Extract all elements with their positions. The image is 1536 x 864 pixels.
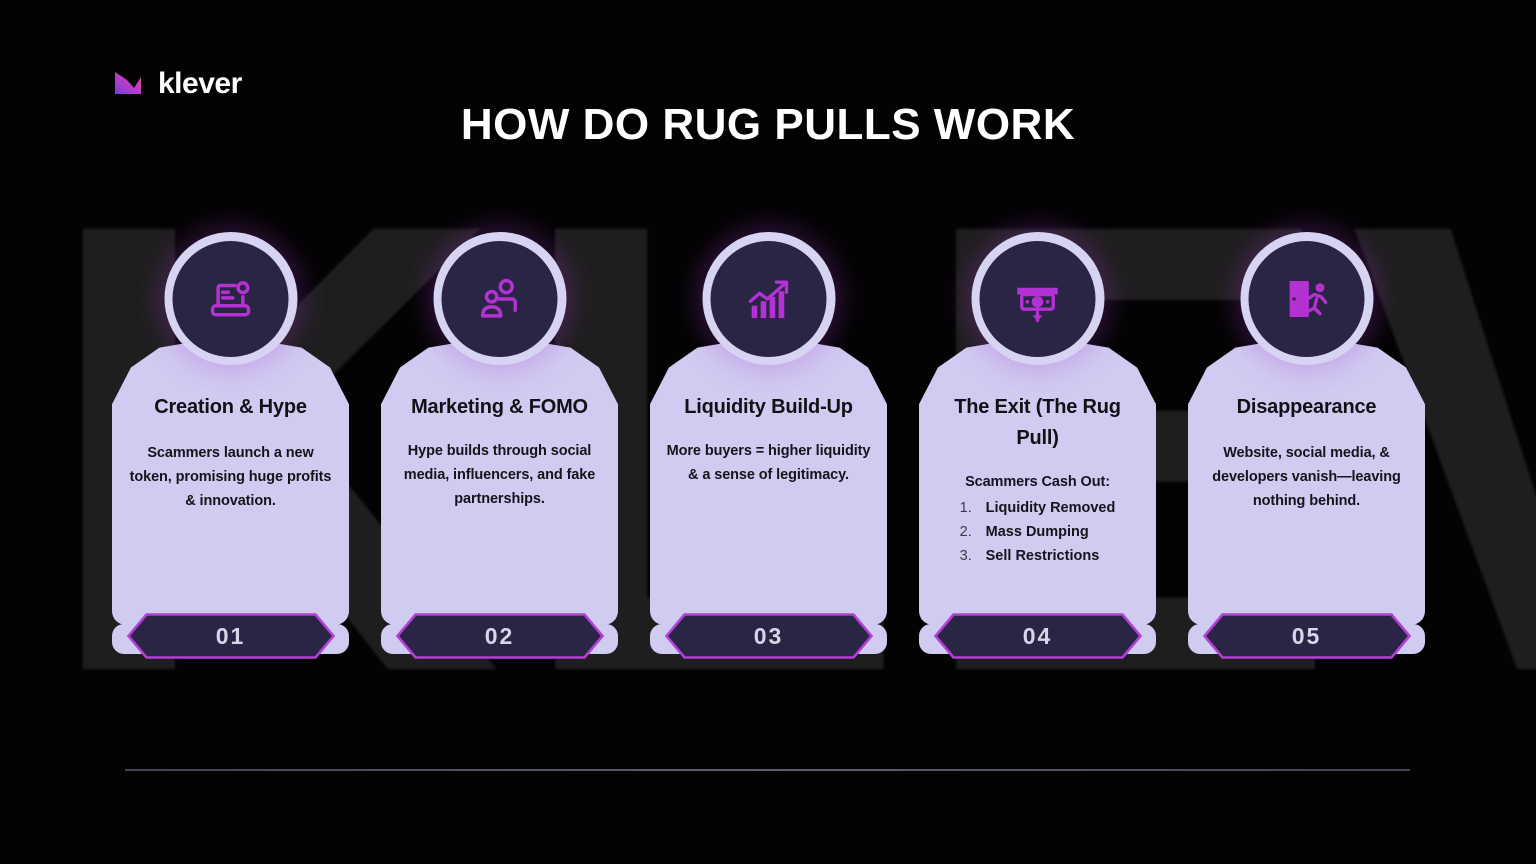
card-icon-ring bbox=[164, 232, 297, 365]
footer-divider bbox=[125, 769, 1410, 771]
step-number: 02 bbox=[484, 622, 515, 649]
steps-row: Creation & Hype Scammers launch a new to… bbox=[112, 232, 1425, 672]
card-icon-ring bbox=[1240, 232, 1373, 365]
card-body bbox=[112, 342, 349, 625]
card-icon-ring bbox=[702, 232, 835, 365]
step-number-badge: 04 bbox=[933, 613, 1142, 659]
step-number: 03 bbox=[753, 622, 784, 649]
page-title: HOW DO RUG PULLS WORK bbox=[460, 100, 1076, 149]
step-number-badge: 03 bbox=[664, 613, 873, 659]
card-body bbox=[650, 342, 887, 625]
card-icon-ring bbox=[971, 232, 1104, 365]
step-number-badge: 05 bbox=[1202, 613, 1411, 659]
step-number: 05 bbox=[1291, 622, 1322, 649]
step-number: 04 bbox=[1022, 622, 1053, 649]
step-card-03[interactable]: Liquidity Build-Up More buyers = higher … bbox=[650, 232, 887, 672]
laptop-launch-icon bbox=[172, 240, 289, 357]
step-card-05[interactable]: Disappearance Website, social media, & d… bbox=[1188, 232, 1425, 672]
cash-withdrawal-icon bbox=[979, 240, 1096, 357]
card-icon-ring bbox=[433, 232, 566, 365]
rising-bar-chart-arrow-icon bbox=[710, 240, 827, 357]
step-card-02[interactable]: Marketing & FOMO Hype builds through soc… bbox=[381, 232, 618, 672]
card-body bbox=[919, 342, 1156, 625]
brand-name: klever bbox=[158, 67, 242, 100]
step-card-04[interactable]: The Exit (The Rug Pull) Scammers Cash Ou… bbox=[919, 232, 1156, 672]
card-body bbox=[1188, 342, 1425, 625]
person-running-out-door-icon bbox=[1248, 240, 1365, 357]
step-number-badge: 01 bbox=[126, 613, 335, 659]
two-people-icon bbox=[441, 240, 558, 357]
step-number-badge: 02 bbox=[395, 613, 604, 659]
step-card-01[interactable]: Creation & Hype Scammers launch a new to… bbox=[112, 232, 349, 672]
card-body bbox=[381, 342, 618, 625]
brand-logo: klever bbox=[112, 68, 242, 100]
klever-chart-logo-icon bbox=[112, 68, 144, 100]
step-number: 01 bbox=[215, 622, 246, 649]
